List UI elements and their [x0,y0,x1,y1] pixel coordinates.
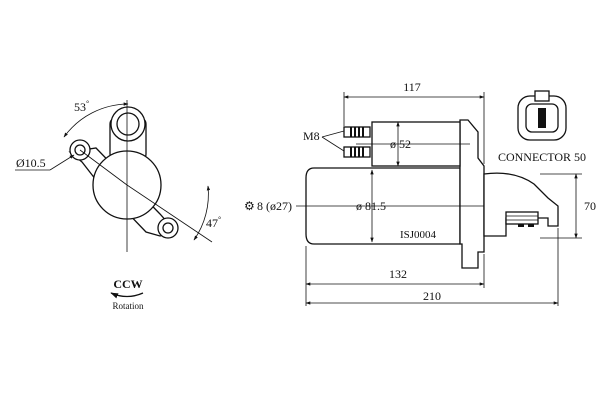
body-length-label: 132 [389,267,407,281]
connector-label: CONNECTOR 50 [498,150,586,164]
rotation-direction: CCW [113,277,142,291]
gear-icon: ⚙ [244,199,255,213]
stud-upper [343,126,371,138]
angle-upper-label: 53° [74,99,89,114]
connector-view: CONNECTOR 50 [498,90,586,164]
terminal-block [505,211,539,225]
solenoid-cap-inner [116,112,140,136]
stud-thread-marks [350,127,364,157]
height-label: 70 [584,199,596,213]
drive-end-housing [459,119,485,269]
rotation-label: Rotation [113,301,144,311]
stud-lower [343,146,371,158]
end-view: 53° 47° Ø10.5 CCW Rotation [15,99,221,311]
thread-leader [321,130,345,138]
angle-arc-lower [193,185,211,241]
angle-arc-upper [63,102,129,138]
hole-diameter-label: Ø10.5 [16,156,46,170]
part-number: ISJ0004 [400,229,437,241]
thread-leader-2 [321,136,345,152]
terminal-foot-2 [528,224,534,227]
side-view: ⚙ 8 (ø27) M8 ø 52 ø 81.5 [244,80,596,306]
total-length-label: 210 [423,289,441,303]
rotation-arrow-icon [110,292,144,299]
top-length-label: 117 [403,80,421,94]
thread-label: M8 [303,129,320,143]
connector-latch [534,90,550,102]
solenoid-diameter-label: ø 52 [390,137,411,151]
angle-lower-label: 47° [206,215,221,230]
body-diameter-label: ø 81.5 [356,199,386,213]
terminal-foot [518,224,524,227]
flange-hole-lower [162,222,174,234]
connector-pin [538,108,546,128]
hole-diameter-pointer [49,154,75,171]
pinion-teeth-label: 8 (ø27) [257,199,292,213]
centre-line-upper [79,149,128,186]
